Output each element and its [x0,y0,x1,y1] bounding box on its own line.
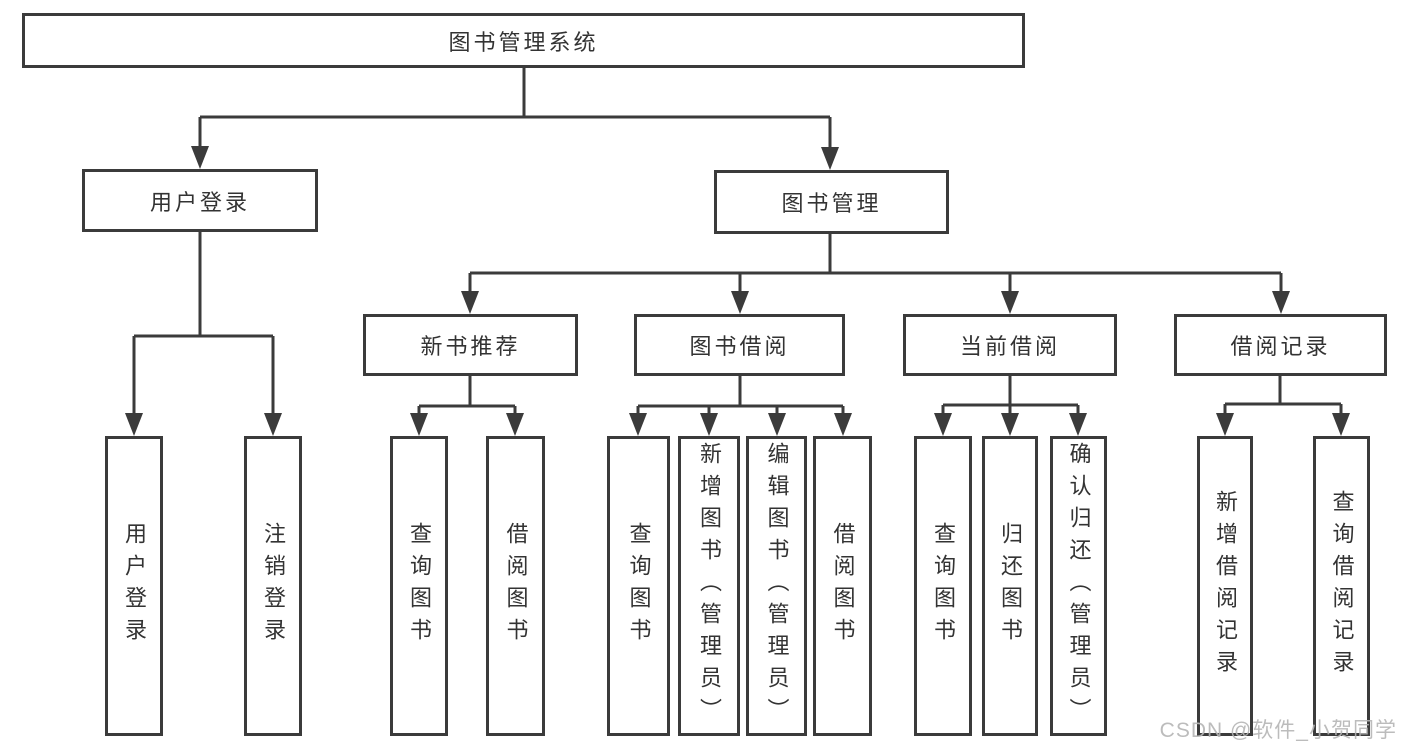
leaf-node-borrow-books-2: 借阅图书 [813,436,872,736]
leaf-node-confirm-return-admin: 确认归还（管理员） [1050,436,1107,736]
connector-book-management [468,234,1283,293]
node-user-login-label: 用户登录 [149,189,250,215]
leaf-label: 查询借阅记录 [1329,490,1355,682]
node-current-borrow: 当前借阅 [903,314,1117,376]
arrow-down-icon [1001,291,1019,314]
node-root-label: 图书管理系统 [448,29,599,55]
node-book-borrow: 图书借阅 [634,314,845,376]
arrow-down-icon [934,413,952,436]
arrow-down-icon [1001,413,1019,436]
arrow-down-icon [264,413,282,436]
arrow-down-icon [1332,413,1350,436]
node-book-borrow-label: 图书借阅 [689,334,790,359]
arrow-down-icon [1069,413,1087,436]
node-borrow-records: 借阅记录 [1174,314,1387,376]
leaf-node-borrow-books-1: 借阅图书 [486,436,545,736]
arrow-down-icon [1272,291,1290,314]
leaf-node-logout: 注销登录 [244,436,302,736]
leaf-label: 借阅图书 [830,522,856,650]
node-new-book-recommend-label: 新书推荐 [420,334,521,359]
leaf-label: 借阅图书 [503,522,529,650]
leaf-label: 确认归还（管理员） [1066,442,1092,730]
node-new-book-recommend: 新书推荐 [363,314,578,376]
arrow-down-icon [768,413,786,436]
leaf-label: 编辑图书（管理员） [764,442,790,730]
node-root: 图书管理系统 [22,13,1025,68]
leaf-node-query-books-3: 查询图书 [914,436,972,736]
arrow-down-icon [731,291,749,314]
leaf-node-add-books-admin: 新增图书（管理员） [678,436,740,736]
arrow-down-icon [629,413,647,436]
node-book-management-label: 图书管理 [781,191,882,216]
leaf-node-return-books: 归还图书 [982,436,1038,736]
arrow-down-icon [821,147,839,170]
leaf-label: 查询图书 [931,522,956,650]
arrow-down-icon [1216,413,1234,436]
arrow-down-icon [191,146,209,169]
leaf-node-query-books-1: 查询图书 [390,436,448,736]
watermark: CSDN @软件_小贺同学 [1159,719,1397,742]
arrow-down-icon [461,291,479,314]
node-book-management: 图书管理 [714,170,949,234]
leaf-node-user-login: 用户登录 [105,436,163,736]
connector-current-borrow [941,376,1080,415]
leaf-label: 新增图书（管理员） [697,442,722,730]
connector-new-book-recommend [417,376,517,415]
leaf-node-query-books-2: 查询图书 [607,436,670,736]
leaf-label: 新增借阅记录 [1213,490,1238,682]
leaf-node-add-borrow-record: 新增借阅记录 [1197,436,1253,736]
leaf-label: 查询图书 [407,522,432,650]
connector-book-borrow [636,376,845,415]
connector-user-login [132,232,275,415]
leaf-node-edit-books-admin: 编辑图书（管理员） [746,436,807,736]
connector-root [198,68,832,149]
leaf-label: 查询图书 [626,522,652,650]
connector-borrow-records [1223,376,1343,415]
leaf-label: 归还图书 [998,522,1023,650]
arrow-down-icon [700,413,718,436]
node-current-borrow-label: 当前借阅 [959,334,1060,359]
leaf-label: 用户登录 [122,522,147,650]
arrow-down-icon [410,413,428,436]
leaf-label: 注销登录 [261,522,286,650]
node-user-login: 用户登录 [82,169,318,232]
leaf-node-query-borrow-record: 查询借阅记录 [1313,436,1370,736]
arrow-down-icon [506,413,524,436]
arrow-down-icon [834,413,852,436]
arrow-down-icon [125,413,143,436]
node-borrow-records-label: 借阅记录 [1230,334,1331,359]
